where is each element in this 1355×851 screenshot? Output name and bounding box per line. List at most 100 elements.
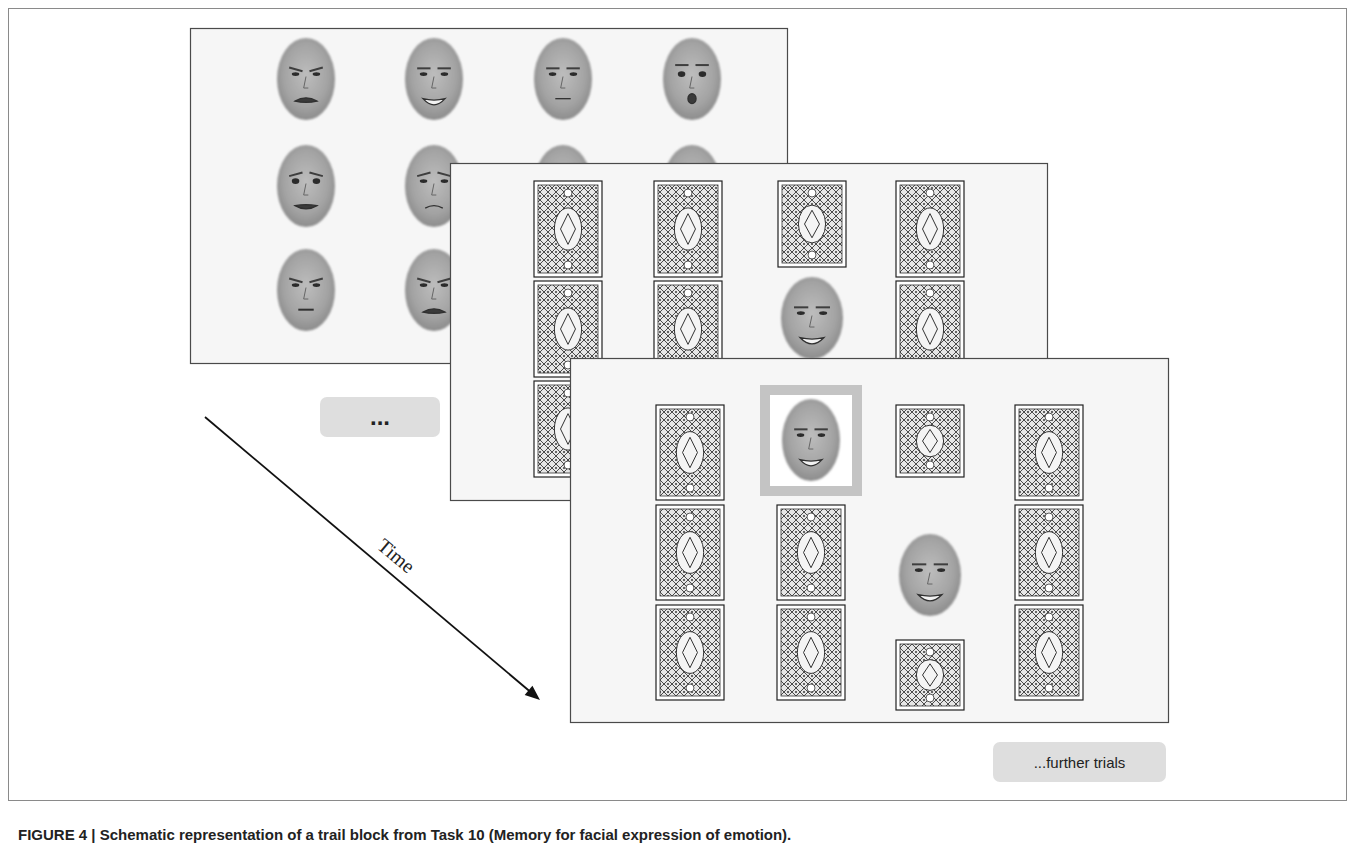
face-brow [912,563,926,565]
face-mouth [298,309,313,311]
face-brow [675,64,688,66]
card-ornament [564,189,572,197]
face-brow [566,67,579,69]
screen [571,359,1169,723]
face-oval [277,145,335,227]
face-nose [432,77,437,88]
card-pattern [781,509,841,596]
card-edge [1015,405,1083,500]
card-ornament [926,694,934,702]
face-oval [277,249,335,331]
face-eye [420,179,428,183]
card-ornament [797,532,824,574]
face-mouth [423,309,445,314]
figure-caption: FIGURE 4 | Schematic representation of a… [18,826,791,843]
card-ornament [674,208,701,250]
card-back [1015,505,1083,600]
card-ornament [926,189,934,197]
card-ornament [561,214,576,245]
card-back [896,181,964,277]
card-ornament [686,413,694,421]
face-eye [678,71,686,77]
card-back [777,505,845,600]
card-ornament [926,261,934,269]
card-pattern [1019,609,1079,696]
face-eye [420,72,428,76]
card-ornament [1035,532,1062,574]
card-ornament [1042,437,1057,467]
face-nose [690,77,695,88]
card-ornament [923,664,938,686]
card-back [896,405,964,477]
face-brow [289,68,302,72]
face-eye [441,283,449,287]
card-ornament [684,289,692,297]
card-ornament [676,432,703,474]
card-ornament [923,214,938,245]
face-picture [277,249,335,331]
card-ornament [923,429,938,452]
face-oval [782,399,840,481]
card-edge [534,181,602,277]
card-edge [1015,505,1083,600]
card-ornament [564,261,572,269]
card-ornament [1045,613,1053,621]
face-brow [417,67,430,69]
face-eye [699,71,707,77]
card-edge [777,605,845,700]
card-ornament [1045,584,1053,592]
card-ornament [808,189,816,197]
card-ornament [554,208,581,250]
card-ornament [683,437,698,467]
card-ornament [676,532,703,574]
card-ornament [926,289,934,297]
card-ornament [681,314,696,345]
card-ornament [926,461,934,469]
face-mouth [295,205,317,209]
card-back [1015,405,1083,500]
card-pattern [660,609,720,696]
card-ornament [686,684,694,692]
card-ornament [807,684,815,692]
card-ornament [684,189,692,197]
card-back [778,181,846,267]
node-text: ...further trials [1034,754,1126,771]
card-ornament [916,425,943,457]
face-eye [915,568,923,572]
card-back [654,181,722,277]
face-mouth [423,99,445,105]
card-edge [896,640,964,710]
card-pattern [1019,409,1079,496]
face-mouth [800,338,824,344]
card-ornament [807,513,815,521]
card-ornament [916,208,943,250]
card-ornament [797,632,824,674]
face-nose [810,316,815,327]
card-ornament [1045,413,1053,421]
face-nose [809,438,814,449]
face-picture [663,38,721,120]
face-nose [432,288,437,299]
card-ornament [926,648,934,656]
card-pattern [900,644,960,706]
face-mouth [688,94,696,104]
card-ornament [564,289,572,297]
card-ornament [683,637,698,667]
card-ornament [686,584,694,592]
face-oval [781,277,843,359]
face-eye [818,433,826,437]
face-nose [928,573,933,584]
face-brow [437,279,450,283]
face-brow [816,306,830,308]
face-eye [313,178,321,184]
face-brow [794,306,808,308]
face-eye [549,72,557,76]
card-pattern [900,409,960,473]
face-oval [663,38,721,120]
figure-frame [9,9,1347,801]
card-ornament [1045,684,1053,692]
face-eye [797,311,805,315]
face-mouth [295,98,317,103]
